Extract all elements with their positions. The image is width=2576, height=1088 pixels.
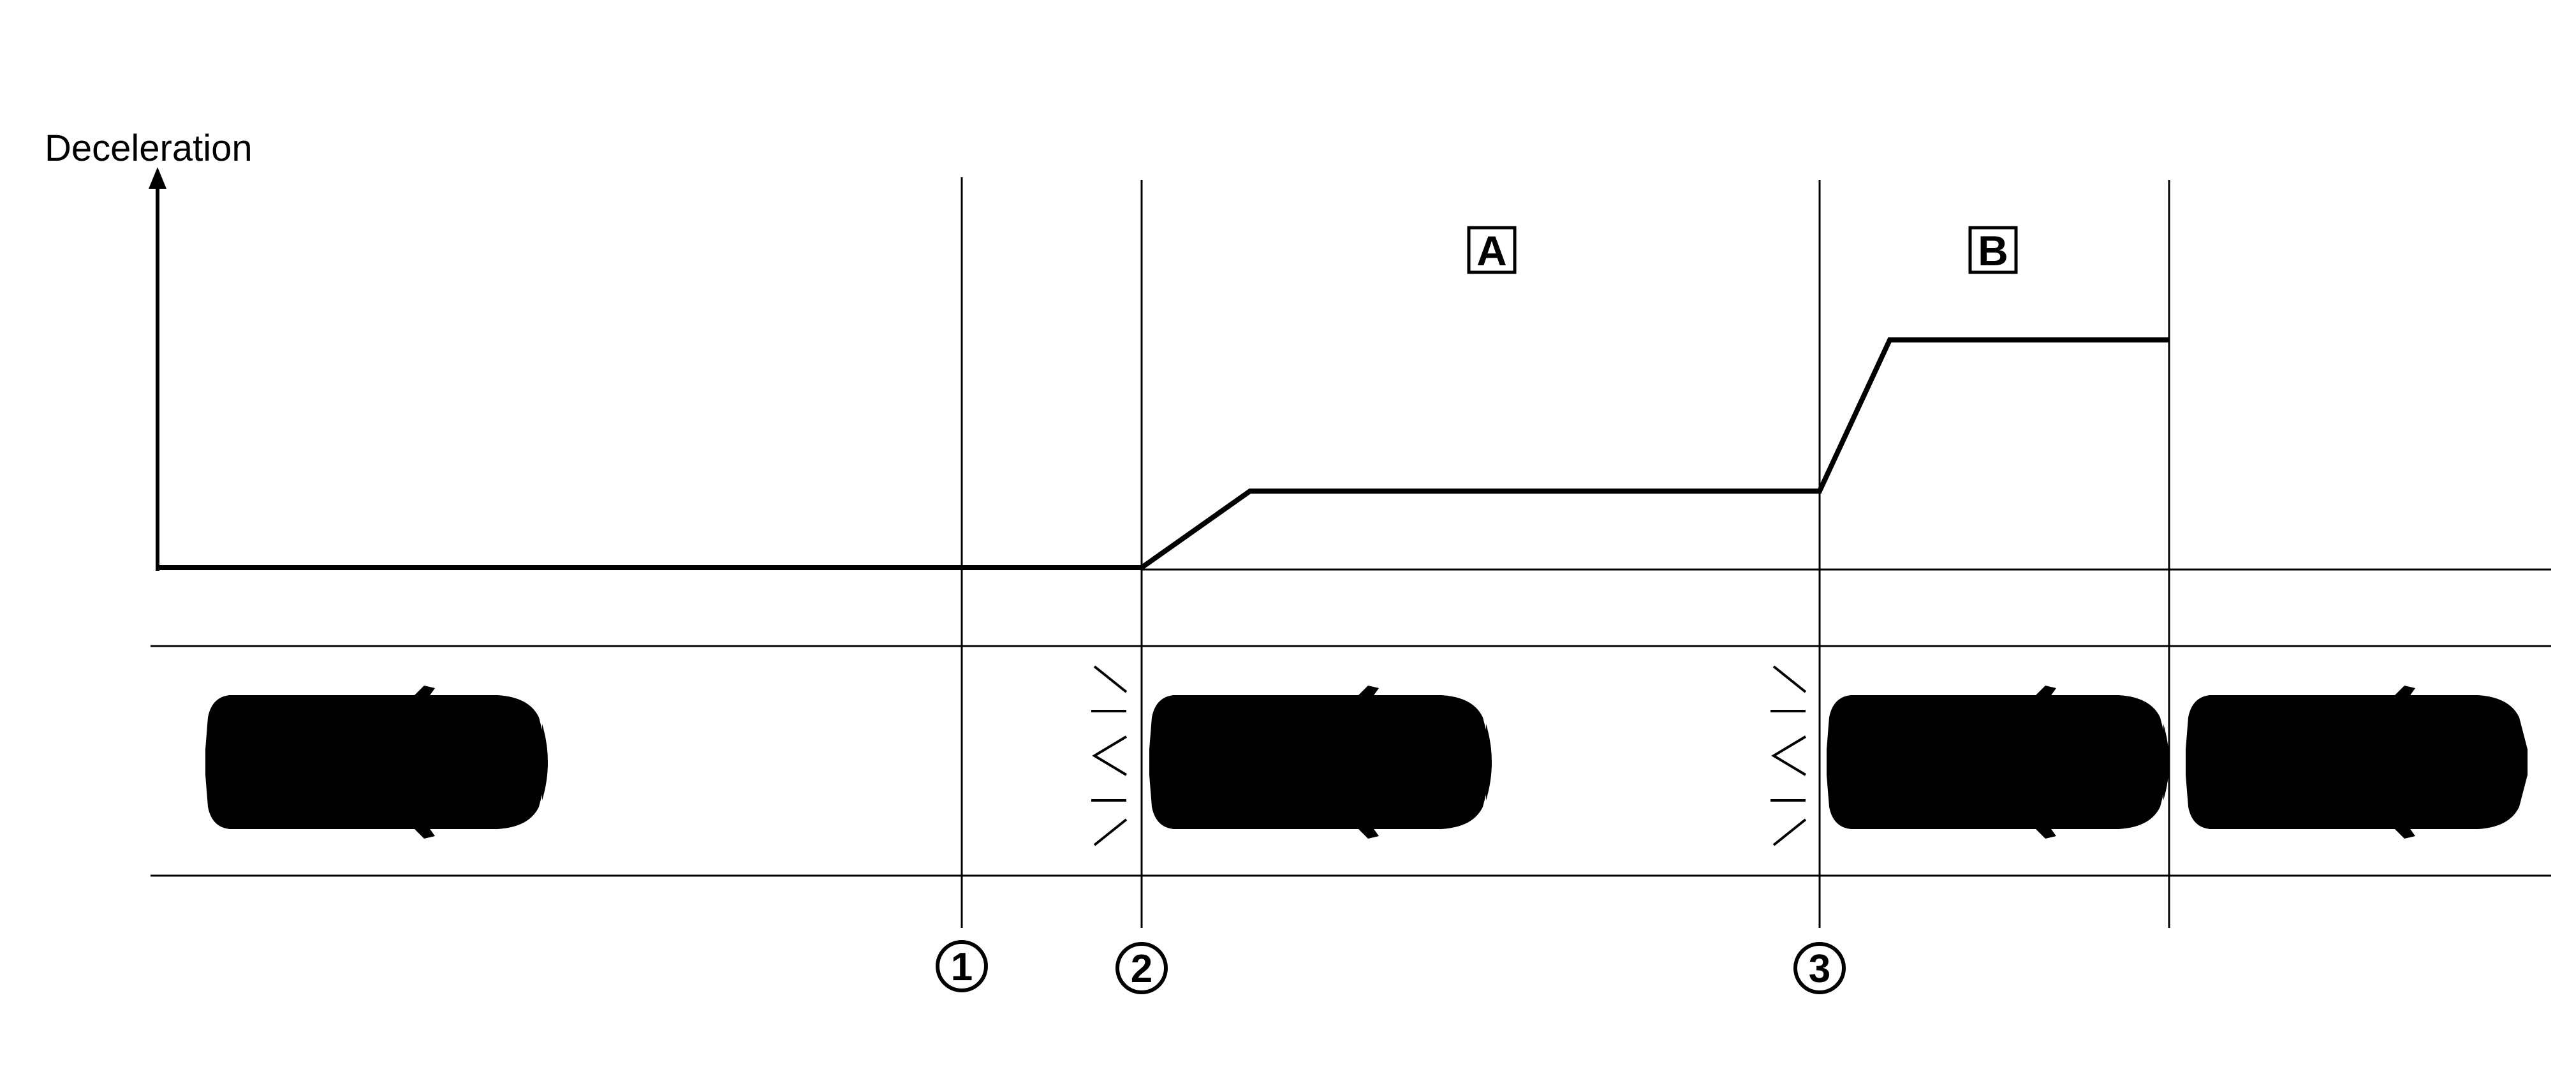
marker-1: 1: [936, 940, 988, 992]
y-axis: [149, 167, 166, 571]
phase-label-b: B: [1968, 226, 2018, 274]
own-vehicle-cruising: [205, 686, 548, 839]
own-vehicle-warning: [1149, 686, 1492, 839]
marker-2: 2: [1115, 942, 1168, 994]
svg-text:3: 3: [1809, 947, 1830, 991]
phase-label-a: A: [1467, 226, 1517, 274]
own-vehicle-braking: [1827, 686, 2169, 839]
svg-text:2: 2: [1131, 947, 1152, 991]
preceding-vehicle: [2186, 686, 2528, 839]
svg-text:B: B: [1978, 227, 2008, 274]
deceleration-curve: [158, 337, 2169, 570]
svg-text:1: 1: [951, 945, 973, 989]
svg-text:A: A: [1476, 227, 1507, 274]
y-axis-arrow-icon: [149, 167, 166, 189]
marker-3: 3: [1793, 942, 1846, 994]
warning-flash-icon: [1090, 665, 1128, 846]
y-axis-label: Deceleration: [45, 128, 253, 169]
warning-flash-icon: [1769, 665, 1807, 846]
